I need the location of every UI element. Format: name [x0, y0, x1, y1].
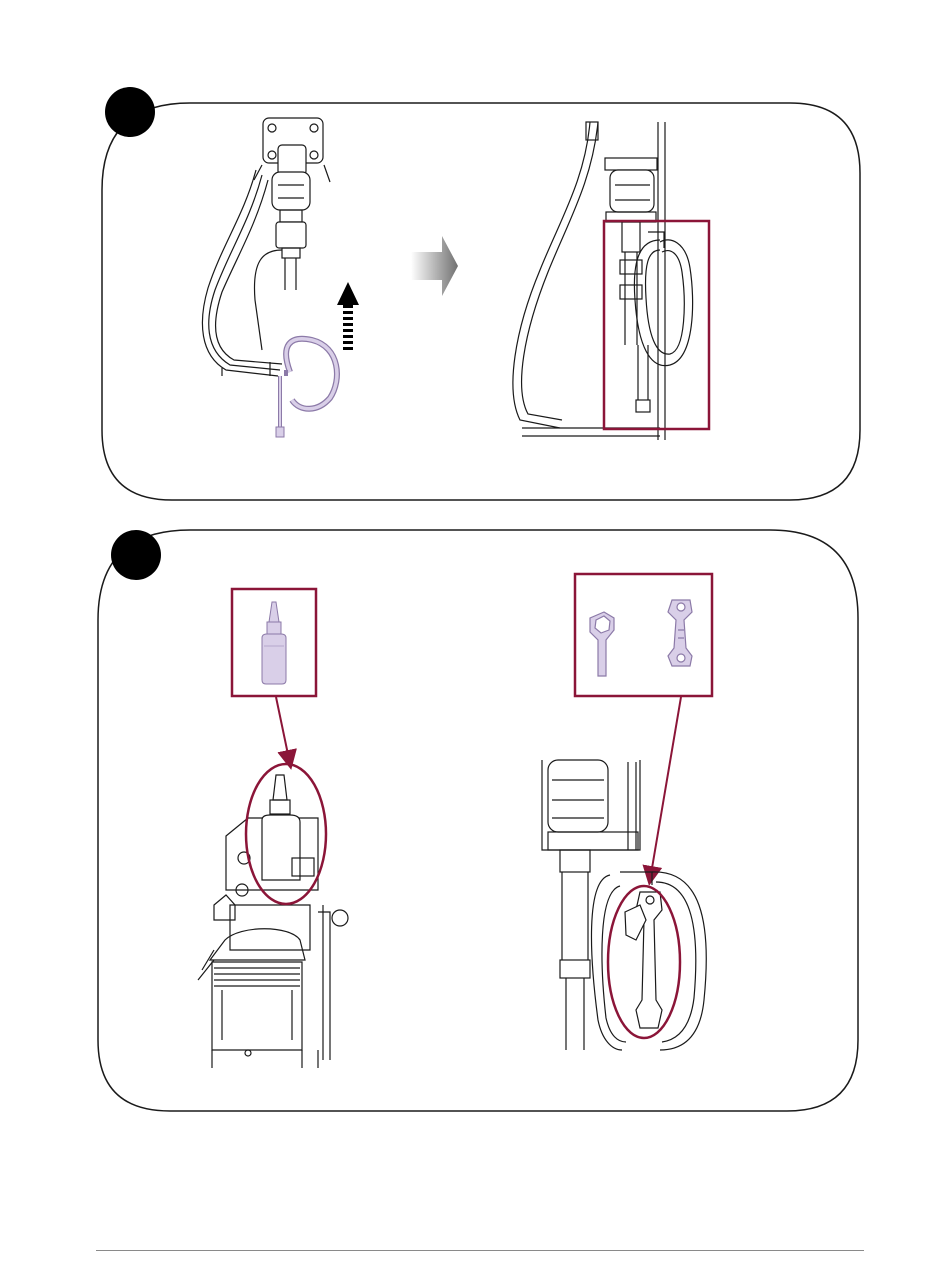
wrench-tools-icon	[590, 600, 692, 676]
pump-with-tool-hanging	[542, 760, 706, 1050]
proceed-arrow-icon	[411, 236, 458, 296]
highlight-frame	[604, 221, 709, 429]
lift-arrow-icon	[337, 282, 359, 350]
step-marker-1	[105, 87, 155, 137]
hose-loop-part	[276, 339, 337, 437]
step-marker-2	[111, 530, 161, 580]
footer-rule	[96, 1250, 864, 1251]
pointer-arrow-icon	[276, 697, 290, 764]
panel-step-2	[98, 530, 858, 1111]
panel-step-1	[102, 87, 860, 500]
panel-1-frame	[102, 103, 860, 500]
oil-bottle-icon	[262, 602, 286, 684]
pointer-arrow-icon-2	[650, 697, 681, 880]
